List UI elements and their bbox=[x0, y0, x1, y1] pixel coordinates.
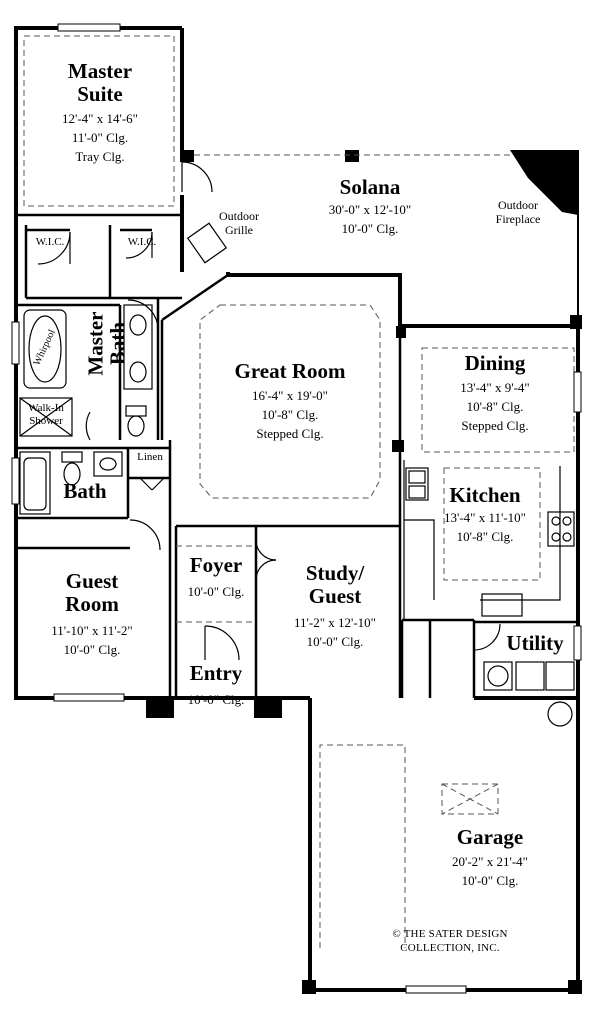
dashed-lines bbox=[23, 35, 575, 948]
interior-walls bbox=[16, 213, 578, 698]
room-name: Entry bbox=[189, 661, 243, 685]
room-name: Master bbox=[83, 311, 108, 376]
room-name: Garage bbox=[456, 825, 524, 849]
room-name: Dining bbox=[464, 351, 526, 375]
label-wic-left: W.I.C. bbox=[35, 236, 65, 248]
room-master-bath: Master Bath bbox=[58, 311, 138, 388]
room-dimensions: 16'-4" x 19'-0" bbox=[252, 388, 328, 404]
room-utility: Utility bbox=[506, 631, 564, 655]
copyright-credit: © THE SATER DESIGN COLLECTION, INC. bbox=[392, 928, 508, 954]
label-outdoor-fireplace: Outdoor Fireplace bbox=[495, 198, 541, 226]
room-ceiling: 10'-8" Clg. bbox=[261, 407, 319, 423]
room-great-room: Great Room 16'-4" x 19'-0" 10'-8" Clg. S… bbox=[205, 359, 375, 442]
room-dimensions: 11'-2" x 12'-10" bbox=[294, 615, 376, 631]
room-foyer: Foyer 10'-0" Clg. bbox=[176, 553, 256, 600]
room-name: Study/ bbox=[305, 561, 365, 585]
room-bath: Bath bbox=[63, 479, 107, 503]
room-name: Foyer bbox=[189, 553, 243, 577]
room-ceiling: 10'-8" Clg. bbox=[466, 399, 524, 415]
room-name: Great Room bbox=[234, 359, 346, 383]
room-ceiling: 10'-0" Clg. bbox=[63, 642, 121, 658]
room-name: Guest bbox=[308, 584, 362, 609]
room-ceiling: 10'-0" Clg. bbox=[341, 221, 399, 237]
room-name: Master bbox=[67, 59, 133, 83]
room-guest-room: Guest Room 11'-10" x 11'-2" 10'-0" Clg. bbox=[22, 569, 162, 658]
room-dimensions: 12'-4" x 14'-6" bbox=[62, 111, 138, 127]
room-ceiling: 10'-0" Clg. bbox=[461, 873, 519, 889]
label-outdoor-grille: Outdoor Grille bbox=[219, 209, 259, 237]
room-study-guest: Study/ Guest 11'-2" x 12'-10" 10'-0" Clg… bbox=[270, 561, 400, 650]
room-dimensions: 13'-4" x 9'-4" bbox=[460, 380, 530, 396]
room-solana: Solana 30'-0" x 12'-10" 10'-0" Clg. bbox=[300, 175, 440, 237]
room-name: Room bbox=[65, 592, 119, 617]
room-dimensions: 20'-2" x 21'-4" bbox=[452, 854, 528, 870]
room-entry: Entry 10'-0" Clg. bbox=[176, 661, 256, 708]
room-kitchen: Kitchen 13'-4" x 11'-10" 10'-8" Clg. bbox=[420, 483, 550, 545]
room-name: Kitchen bbox=[449, 483, 521, 507]
room-master-suite: Master Suite 12'-4" x 14'-6" 11'-0" Clg.… bbox=[40, 59, 160, 165]
room-ceiling-note: Stepped Clg. bbox=[256, 425, 324, 441]
room-name: Solana bbox=[339, 175, 401, 199]
room-ceiling-note: Stepped Clg. bbox=[461, 417, 529, 433]
room-ceiling: 10'-8" Clg. bbox=[456, 529, 514, 545]
fixtures bbox=[19, 174, 575, 727]
room-dining: Dining 13'-4" x 9'-4" 10'-8" Clg. Steppe… bbox=[430, 351, 560, 434]
room-ceiling: 10'-0" Clg. bbox=[306, 634, 364, 650]
columns bbox=[146, 150, 582, 994]
room-name: Bath bbox=[105, 321, 130, 366]
room-ceiling: 10'-0" Clg. bbox=[187, 692, 245, 708]
room-ceiling-note: Tray Clg. bbox=[75, 149, 125, 165]
label-walk-in-shower: Walk-In Shower bbox=[28, 402, 64, 427]
room-name: Suite bbox=[77, 82, 123, 107]
room-name: Guest bbox=[65, 569, 119, 593]
room-dimensions: 11'-10" x 11'-2" bbox=[51, 623, 133, 639]
room-garage: Garage 20'-2" x 21'-4" 10'-0" Clg. bbox=[420, 825, 560, 889]
doors bbox=[37, 161, 501, 661]
room-dimensions: 30'-0" x 12'-10" bbox=[328, 202, 412, 218]
room-dimensions: 13'-4" x 11'-10" bbox=[444, 510, 526, 526]
room-ceiling: 11'-0" Clg. bbox=[71, 130, 129, 146]
room-ceiling: 10'-0" Clg. bbox=[187, 584, 245, 600]
windows bbox=[11, 23, 582, 994]
label-linen: Linen bbox=[137, 451, 163, 463]
label-wic-right: W.I.C. bbox=[127, 236, 157, 248]
